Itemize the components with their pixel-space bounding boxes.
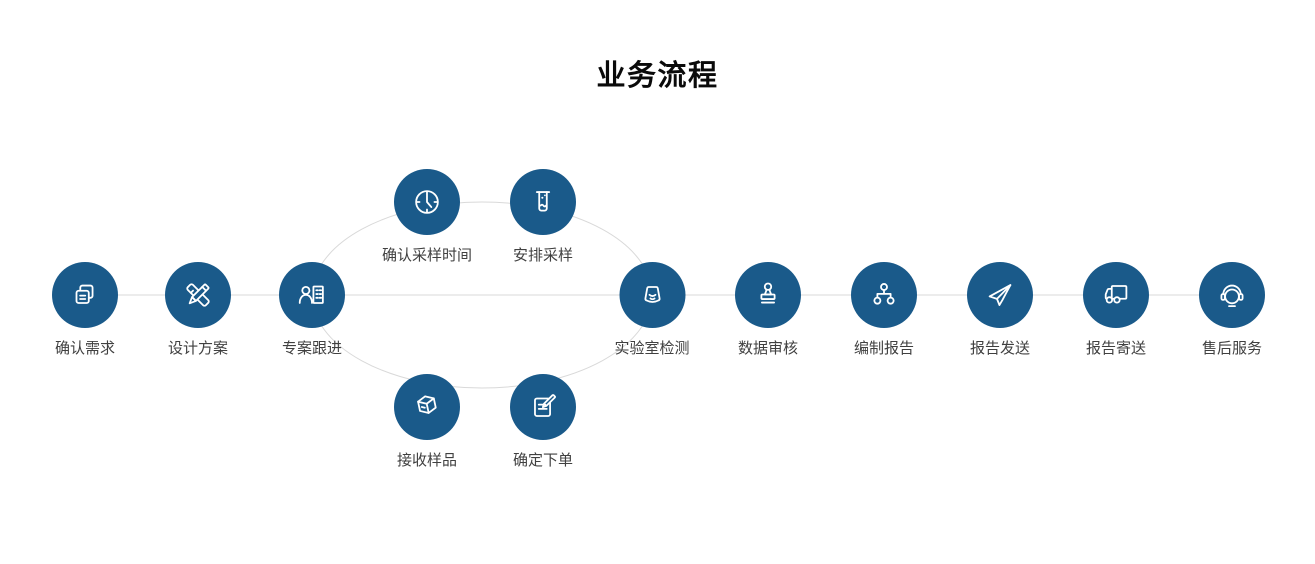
node-label: 确认采样时间 bbox=[381, 247, 473, 264]
node-circle bbox=[394, 374, 460, 440]
paper-plane-icon bbox=[988, 284, 1012, 307]
flow-node-data-review: 数据审核 bbox=[735, 262, 801, 358]
node-label: 售后服务 bbox=[1201, 340, 1262, 357]
node-circle bbox=[1083, 262, 1149, 328]
flow-node-after-sales-service: 售后服务 bbox=[1199, 262, 1265, 358]
test-tube-icon bbox=[535, 191, 551, 212]
node-circle bbox=[851, 262, 917, 328]
flow-node-confirm-requirements: 确认需求 bbox=[52, 262, 118, 358]
flow-node-report-sending: 报告发送 bbox=[967, 262, 1033, 358]
node-label: 数据审核 bbox=[737, 340, 798, 357]
node-label: 报告寄送 bbox=[1085, 340, 1146, 357]
org-chart-icon bbox=[873, 283, 895, 305]
node-label: 实验室检测 bbox=[614, 340, 690, 357]
clock-icon bbox=[415, 190, 439, 214]
flow-node-confirm-sampling-time: 确认采样时间 bbox=[382, 169, 472, 265]
flow-node-project-follow-up: 专案跟进 bbox=[279, 262, 345, 358]
stamp-icon bbox=[760, 282, 776, 304]
person-building-icon bbox=[298, 285, 324, 304]
node-circle bbox=[967, 262, 1033, 328]
flow-node-report-mailing: 报告寄送 bbox=[1083, 262, 1149, 358]
flow-node-design-plan: 设计方案 bbox=[165, 262, 231, 358]
node-circle bbox=[735, 262, 801, 328]
flow-node-confirm-order: 确定下单 bbox=[510, 374, 576, 470]
page-title: 业务流程 bbox=[596, 60, 719, 92]
pencil-ruler-icon bbox=[186, 283, 210, 307]
node-label: 确认需求 bbox=[54, 340, 115, 357]
node-label: 确定下单 bbox=[512, 452, 573, 469]
truck-icon bbox=[1104, 285, 1128, 304]
flow-node-report-compilation: 编制报告 bbox=[851, 262, 917, 358]
flow-node-lab-testing: 实验室检测 bbox=[614, 262, 690, 358]
headset-icon bbox=[1220, 284, 1244, 308]
node-circle bbox=[52, 262, 118, 328]
node-label: 接收样品 bbox=[396, 452, 457, 469]
node-circle bbox=[165, 262, 231, 328]
node-circle bbox=[510, 169, 576, 235]
flow-node-arrange-sampling: 安排采样 bbox=[510, 169, 576, 265]
node-circle bbox=[279, 262, 345, 328]
node-circle bbox=[510, 374, 576, 440]
documents-icon bbox=[75, 284, 94, 304]
node-label: 安排采样 bbox=[512, 247, 573, 264]
document-pen-icon bbox=[534, 394, 556, 417]
node-circle bbox=[1199, 262, 1265, 328]
package-icon bbox=[417, 395, 437, 414]
node-label: 专案跟进 bbox=[281, 340, 342, 357]
flow-node-receive-samples: 接收样品 bbox=[394, 374, 460, 470]
ultrasound-probe-icon bbox=[643, 286, 660, 303]
node-circle bbox=[618, 262, 685, 328]
node-label: 报告发送 bbox=[969, 340, 1030, 357]
node-label: 编制报告 bbox=[853, 340, 914, 357]
node-label: 设计方案 bbox=[167, 340, 228, 357]
node-circle bbox=[393, 169, 460, 235]
